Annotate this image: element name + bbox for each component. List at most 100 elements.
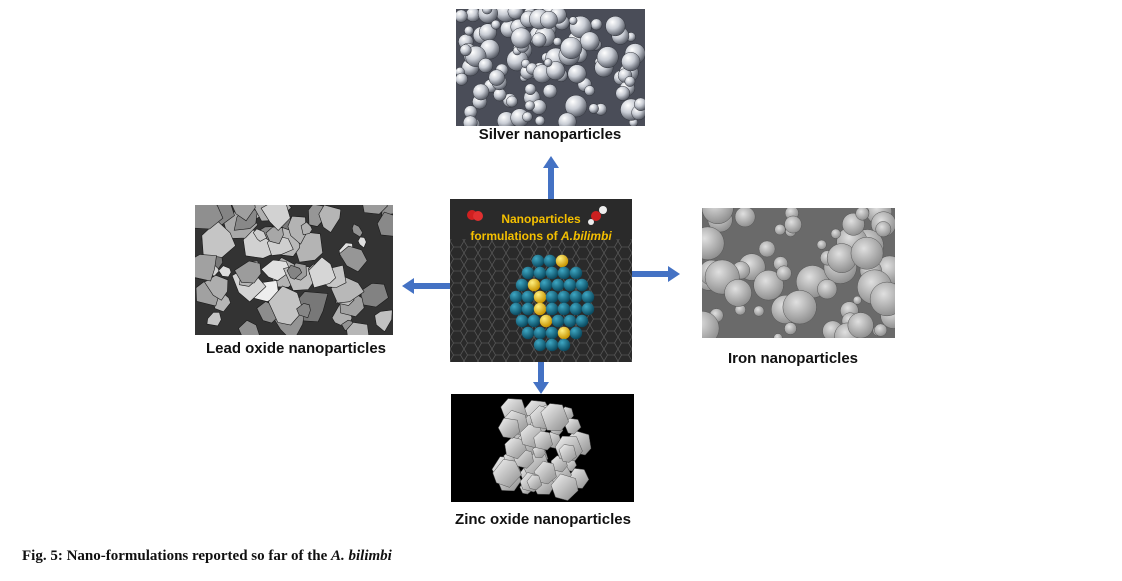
silver-sphere xyxy=(456,10,468,23)
iron-sphere xyxy=(735,208,755,227)
teal-atom xyxy=(576,315,588,327)
gold-atom xyxy=(540,315,552,327)
gold-atom xyxy=(558,327,570,339)
teal-atom xyxy=(540,279,552,291)
silver-sphere xyxy=(540,11,557,28)
iron-spheres xyxy=(702,208,895,338)
iron-sphere xyxy=(759,241,775,257)
center-nanoparticles-image: Nanoparticles formulations of A.bilimbi xyxy=(450,199,632,362)
teal-atom xyxy=(534,327,546,339)
silver-sphere xyxy=(464,26,473,35)
silver-sphere xyxy=(616,86,630,100)
silver-sphere xyxy=(473,84,489,100)
iron-sphere xyxy=(784,216,801,233)
silver-sphere xyxy=(553,37,561,45)
teal-atom xyxy=(516,279,528,291)
iron-sphere xyxy=(831,229,841,239)
gold-atom xyxy=(534,291,546,303)
silver-sphere xyxy=(489,70,505,86)
silver-sphere xyxy=(544,59,552,67)
silver-sphere xyxy=(478,58,492,72)
teal-atom xyxy=(522,327,534,339)
teal-atom xyxy=(544,255,556,267)
iron-sphere xyxy=(848,313,874,338)
silver-spheres xyxy=(456,9,645,126)
center-title-species: A.bilimbi xyxy=(561,229,612,243)
teal-atom xyxy=(576,279,588,291)
arrow-left xyxy=(402,278,450,294)
silver-sphere xyxy=(491,20,500,29)
iron-sphere xyxy=(724,279,751,306)
teal-atom xyxy=(546,303,558,315)
teal-atom xyxy=(510,291,522,303)
silver-sphere xyxy=(568,65,586,83)
zinc-oxide-nanoparticles-image xyxy=(451,394,634,502)
silver-sphere xyxy=(511,28,531,48)
silver-sphere xyxy=(525,101,535,111)
teal-atom xyxy=(534,267,546,279)
iron-sphere xyxy=(853,296,861,304)
iron-sphere xyxy=(784,322,796,334)
iron-sphere xyxy=(851,237,883,269)
teal-atom xyxy=(532,255,544,267)
gold-atom xyxy=(534,303,546,315)
arrow-right xyxy=(632,266,680,282)
silver-sphere xyxy=(493,88,506,101)
silver-sphere xyxy=(460,44,471,55)
silver-sphere xyxy=(634,98,645,111)
teal-atom xyxy=(558,339,570,351)
arrow-down xyxy=(533,362,549,394)
lead-oxide-label: Lead oxide nanoparticles xyxy=(180,340,412,357)
iron-sphere xyxy=(754,306,764,316)
caption-species: A. bilimbi xyxy=(331,548,392,564)
silver-sphere xyxy=(532,33,546,47)
iron-sphere xyxy=(856,208,869,220)
teal-atom xyxy=(558,303,570,315)
teal-atom xyxy=(522,291,534,303)
teal-atom xyxy=(516,315,528,327)
silver-sphere xyxy=(625,76,635,86)
teal-atom xyxy=(546,291,558,303)
silver-sphere xyxy=(456,73,468,85)
iron-sphere xyxy=(775,224,786,235)
silver-sphere xyxy=(522,112,532,122)
teal-atom xyxy=(522,267,534,279)
iron-sphere xyxy=(817,279,837,299)
silver-label: Silver nanoparticles xyxy=(450,126,650,143)
iron-sphere xyxy=(777,266,792,281)
lead-oxide-crystals xyxy=(195,205,393,335)
silver-sphere xyxy=(606,16,626,36)
teal-atom xyxy=(582,303,594,315)
arrow-up xyxy=(543,156,559,200)
silver-sphere xyxy=(560,37,581,58)
teal-atom xyxy=(552,279,564,291)
iron-nanoparticles-image xyxy=(702,208,895,338)
teal-atom xyxy=(564,315,576,327)
silver-sphere xyxy=(621,52,640,71)
teal-atom xyxy=(558,291,570,303)
teal-atom xyxy=(570,267,582,279)
figure-caption: Fig. 5: Nano-formulations reported so fa… xyxy=(22,548,392,565)
teal-atom xyxy=(522,303,534,315)
teal-atom xyxy=(582,291,594,303)
teal-atom xyxy=(534,339,546,351)
silver-sphere xyxy=(591,19,602,30)
teal-atom xyxy=(510,303,522,315)
zinc-oxide-crystals xyxy=(451,394,634,502)
teal-atom xyxy=(528,315,540,327)
iron-sphere xyxy=(876,221,891,236)
gold-atom xyxy=(528,279,540,291)
silver-sphere xyxy=(569,17,577,25)
silver-sphere xyxy=(525,84,536,95)
silver-sphere xyxy=(597,47,618,68)
silver-sphere xyxy=(535,116,545,126)
center-title-line1: Nanoparticles xyxy=(450,212,632,226)
teal-atom xyxy=(552,315,564,327)
teal-atom xyxy=(546,327,558,339)
teal-atom xyxy=(546,339,558,351)
teal-atom xyxy=(558,267,570,279)
caption-text: Fig. 5: Nano-formulations reported so fa… xyxy=(22,548,331,564)
silver-sphere xyxy=(506,96,517,107)
teal-atom xyxy=(564,279,576,291)
silver-nanoparticles-image xyxy=(456,9,645,126)
